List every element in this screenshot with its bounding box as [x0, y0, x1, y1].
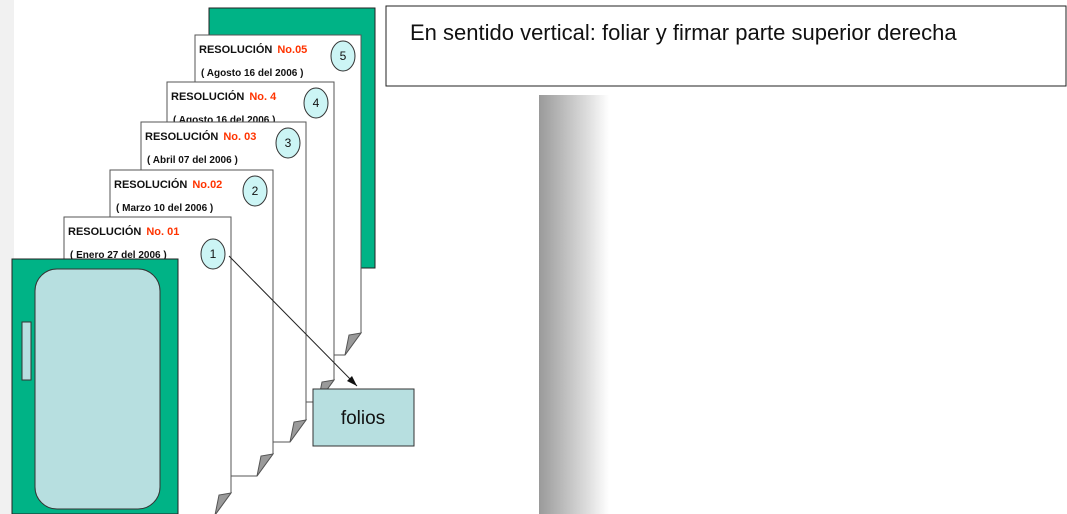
resolution-number: No.02: [192, 179, 222, 191]
folio-number: 5: [340, 49, 347, 63]
page-curl: [289, 419, 308, 443]
folio-number: 2: [252, 184, 259, 198]
resolution-date: ( Agosto 16 del 2006 ): [173, 115, 275, 126]
resolution-word: RESOLUCIÓN: [199, 43, 272, 56]
resolution-number: No. 03: [223, 131, 256, 143]
folio-circle: [200, 238, 226, 270]
resolution-number: No.05: [277, 44, 307, 56]
note-box: En sentido vertical: foliar y firmar par…: [385, 5, 1067, 87]
folio-number: 1: [210, 247, 217, 261]
folio-circle: [242, 175, 268, 207]
page-curl: [344, 332, 363, 356]
resolution-title: RESOLUCIÓN No. 03: [145, 130, 256, 143]
folios-box: folios: [312, 388, 415, 447]
resolution-date: ( Marzo 10 del 2006 ): [116, 203, 213, 214]
resolution-title: RESOLUCIÓN No.02: [114, 178, 222, 191]
folio-number: 4: [313, 96, 320, 110]
resolution-number: No. 01: [146, 226, 179, 238]
folio-circle: [330, 40, 356, 72]
folio-circle: [275, 127, 301, 159]
folder-window: [34, 268, 161, 510]
resolution-date: ( Enero 27 del 2006 ): [70, 250, 167, 261]
folio-arrow: [228, 255, 358, 387]
gray-gradient-strip: [539, 95, 609, 514]
resolution-date: ( Agosto 16 del 2006 ): [201, 68, 303, 79]
note-text: En sentido vertical: foliar y firmar par…: [410, 20, 957, 45]
folder-handle-icon: [21, 321, 32, 381]
left-shadow-band: [0, 0, 14, 514]
resolution-word: RESOLUCIÓN: [171, 90, 244, 103]
front-folder: [11, 258, 179, 514]
folio-number: 3: [285, 136, 292, 150]
page-curl: [256, 453, 275, 477]
resolution-title: RESOLUCIÓN No. 4: [171, 90, 277, 103]
resolution-word: RESOLUCIÓN: [145, 130, 218, 143]
folios-label: folios: [341, 408, 385, 429]
resolution-number: No. 4: [249, 91, 277, 103]
resolution-title: RESOLUCIÓN No.05: [199, 43, 307, 56]
resolution-word: RESOLUCIÓN: [68, 225, 141, 238]
resolution-date: ( Abril 07 del 2006 ): [147, 155, 238, 166]
resolution-title: RESOLUCIÓN No. 01: [68, 225, 179, 238]
page-curl: [214, 492, 233, 514]
folio-circle: [303, 87, 329, 119]
resolution-word: RESOLUCIÓN: [114, 178, 187, 191]
